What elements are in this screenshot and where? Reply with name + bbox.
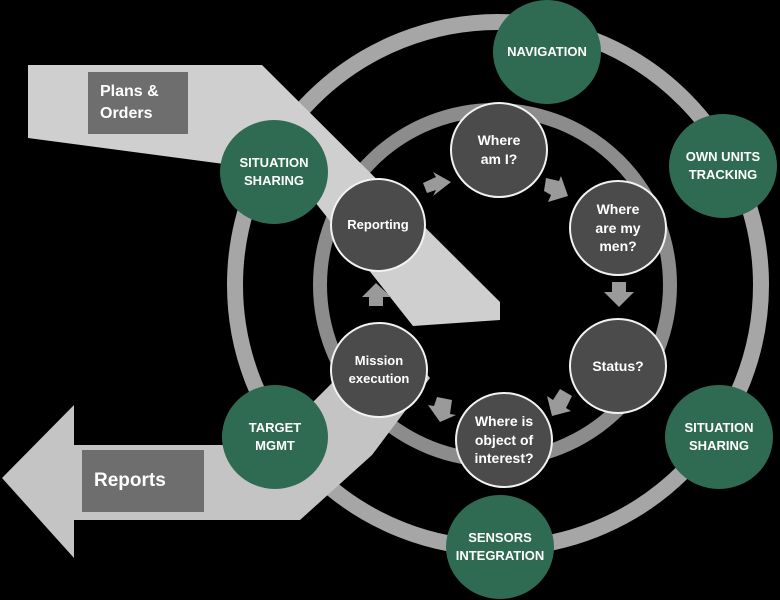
node-where-is-object-of-interest: Where is object of interest?: [455, 392, 553, 488]
node-situation-sharing-left: SITUATION SHARING: [220, 120, 328, 224]
node-navigation: NAVIGATION: [493, 0, 601, 104]
cycle-arrow-2: [544, 176, 568, 202]
reports-text: Reports: [94, 469, 166, 491]
node-target-mgmt: TARGET MGMT: [222, 385, 328, 489]
plans-orders-label: Plans & Orders: [88, 72, 188, 134]
node-where-am-i: Where am I?: [450, 102, 548, 198]
node-status: Status?: [569, 318, 667, 414]
node-situation-sharing-right: SITUATION SHARING: [665, 385, 773, 489]
cycle-arrow-6: [362, 283, 391, 306]
node-own-units-tracking: OWN UNITS TRACKING: [669, 114, 777, 218]
cycle-arrow-4: [547, 389, 572, 416]
cycle-arrow-1: [423, 172, 451, 196]
cycle-arrow-5: [428, 397, 456, 422]
plans-orders-text: Plans & Orders: [100, 82, 159, 122]
node-where-are-my-men: Where are my men?: [569, 180, 667, 276]
node-sensors-integration: SENSORS INTEGRATION: [446, 495, 554, 599]
reports-label: Reports: [82, 450, 204, 512]
node-reporting: Reporting: [330, 178, 426, 272]
node-mission-execution: Mission execution: [330, 322, 428, 418]
cycle-arrow-3: [604, 282, 634, 307]
